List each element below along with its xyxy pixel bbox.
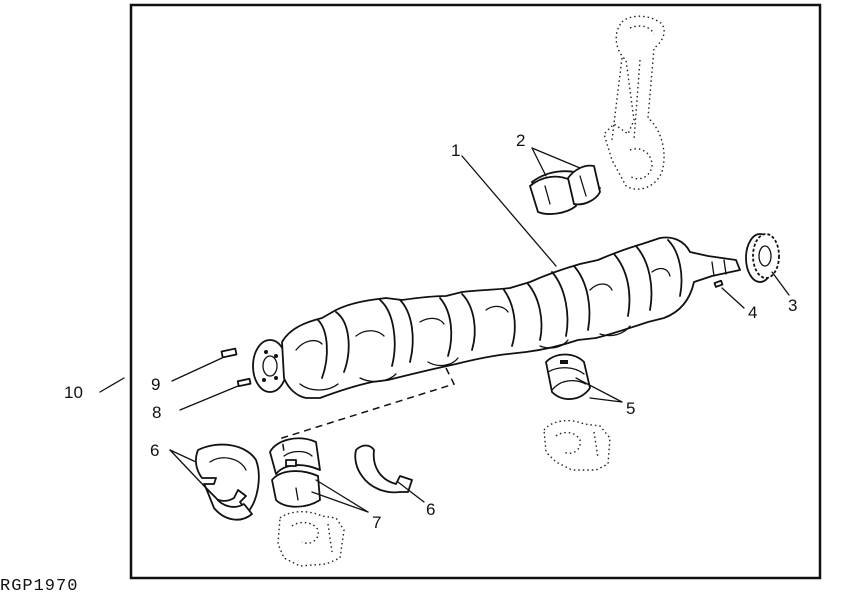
crankshaft (252, 236, 741, 399)
dowel-pin (236, 377, 252, 388)
callout-2: 2 (516, 131, 525, 150)
thrust-washer-left (195, 443, 260, 521)
leader-lines (99, 147, 790, 513)
callout-6-right: 6 (426, 500, 435, 519)
main-bearing-cap-ghost-lower (277, 511, 345, 567)
diagram-frame (129, 3, 822, 580)
dowel (220, 347, 238, 359)
callout-7: 7 (372, 513, 381, 532)
callout-9: 9 (151, 375, 160, 394)
main-bearing (545, 353, 591, 400)
callout-3: 3 (788, 296, 797, 315)
callout-10: 10 (64, 383, 83, 402)
callout-5: 5 (626, 399, 635, 418)
main-bearing-cap-ghost (543, 419, 611, 471)
callout-1: 1 (451, 141, 460, 160)
callout-4: 4 (748, 303, 757, 322)
connecting-rod-ghost (603, 15, 665, 190)
assembly-path (281, 367, 456, 453)
gear-key (713, 279, 724, 288)
main-bearing-halves (269, 437, 321, 508)
callout-8: 8 (152, 403, 161, 422)
thrust-washer-right (354, 444, 413, 494)
callout-6-left: 6 (150, 441, 159, 460)
figure-id: RGP1970 (0, 577, 78, 596)
crankshaft-gear (745, 233, 780, 283)
rod-bearing-upper (529, 164, 601, 215)
